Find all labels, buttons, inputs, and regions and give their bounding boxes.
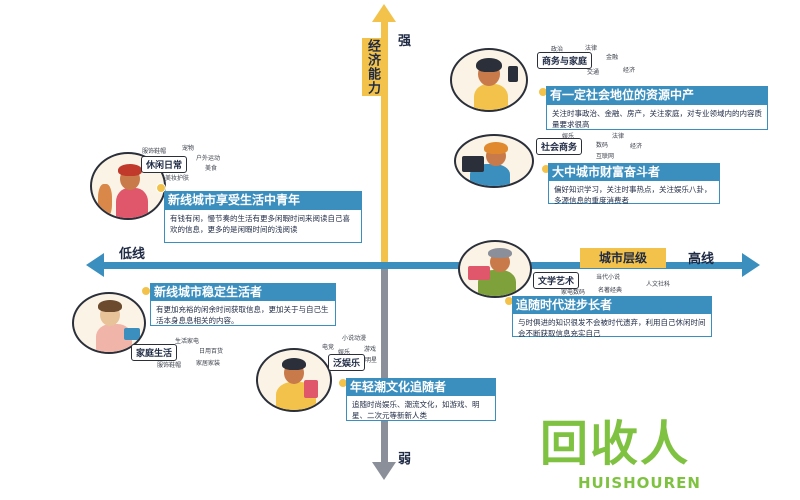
social-business-illustration	[454, 134, 534, 188]
keyword: 服饰鞋帽	[157, 362, 182, 369]
keyword: 日用百货	[199, 348, 224, 355]
keyword: 互联网	[596, 153, 615, 160]
vertical-axis-strong	[381, 18, 388, 470]
keyword: 宠物	[182, 145, 195, 152]
axis-left-label: 低线	[119, 247, 146, 262]
heading-bullet	[156, 183, 166, 193]
segment-heading: 有一定社会地位的资源中产	[546, 86, 768, 104]
tag-business-family: 商务与家庭	[537, 52, 593, 69]
keyword: 娱乐	[338, 349, 351, 356]
horizontal-axis-high	[384, 262, 744, 269]
segment-description: 有更加充裕的闲余时间获取信息，更加关于与自己生活本身息息相关的内容。	[150, 300, 336, 326]
axis-right-label: 高线	[688, 252, 715, 267]
horizontal-axis-low	[102, 262, 384, 269]
keyword: 家电数码	[561, 289, 586, 296]
horizontal-axis-arrow-right	[742, 253, 760, 277]
keyword: 人文社科	[646, 281, 671, 288]
tag-pan-entertainment: 泛娱乐	[328, 354, 366, 371]
keyword: 服饰鞋帽	[142, 148, 167, 155]
keyword: 当代小说	[596, 274, 621, 281]
keyword: 小说动漫	[342, 335, 367, 342]
tag-social-business: 社会商务	[536, 138, 583, 155]
keyword: 名著经典	[598, 287, 623, 294]
keyword: 金融	[606, 54, 619, 61]
axis-bottom-label: 弱	[398, 452, 412, 467]
segment-description: 有钱有闲，慢节奏的生活有更多闲暇时间来阅读自己喜欢的信息，更多的是闲暇时间的浅阅…	[164, 209, 362, 243]
vertical-axis-weak	[381, 266, 388, 466]
keyword: 法律	[585, 45, 598, 52]
pan-entertainment-illustration	[256, 348, 332, 412]
segment-heading: 年轻潮文化追随者	[346, 378, 496, 396]
vertical-axis-arrow-down	[372, 462, 396, 480]
axis-top-label: 强	[398, 34, 412, 49]
watermark-logo: 回收人	[540, 416, 691, 472]
segment-description: 关注时事政治、金融、房产，关注家庭，对专业领域内的内容质量要求很高	[546, 104, 768, 130]
keyword: 家居家装	[196, 360, 221, 367]
segment-description: 与时俱进的知识很发不会被时代遗弃，利用自己休闲时间会不断获取信息充实自己	[512, 313, 712, 338]
keyword: 法律	[612, 133, 625, 140]
vertical-axis-title: 经济能力	[362, 38, 382, 96]
keyword: 生活家电	[175, 338, 200, 345]
segment-heading: 新线城市享受生活中青年	[164, 191, 362, 209]
segment-description: 追随时尚娱乐、潮流文化，如游戏、明星、二次元等新新人类	[346, 395, 496, 421]
keyword: 明星	[365, 357, 378, 364]
watermark: 回收人 HUISHOUREN	[540, 404, 780, 496]
keyword: 娱乐	[562, 133, 575, 140]
horizontal-axis-arrow-left	[86, 253, 104, 277]
keyword: 经济	[630, 143, 643, 150]
business-family-illustration	[450, 48, 528, 112]
vertical-axis-arrow-up	[372, 4, 396, 22]
watermark-subtitle: HUISHOUREN	[578, 474, 701, 492]
tag-family-life: 家庭生活	[131, 344, 178, 361]
family-life-illustration	[72, 292, 146, 354]
keyword: 电竞	[322, 344, 335, 351]
keyword: 数码	[596, 142, 609, 149]
segment-heading: 大中城市财富奋斗者	[548, 163, 720, 181]
tag-literature-art: 文学艺术	[533, 272, 580, 289]
keyword: 游戏	[364, 346, 377, 353]
keyword: 美食	[205, 165, 218, 172]
segment-heading: 追随时代进步长者	[512, 296, 712, 314]
segment-description: 偏好知识学习，关注时事热点，关注娱乐八卦，多源信息的重度消费者	[548, 180, 720, 205]
keyword: 经济	[623, 67, 636, 74]
literature-art-illustration	[458, 240, 532, 298]
tag-leisure-daily: 休闲日常	[141, 156, 188, 173]
keyword: 户外运动	[196, 155, 221, 162]
keyword: 美妆护肤	[165, 175, 190, 182]
keyword: 政治	[551, 46, 564, 53]
horizontal-axis-title: 城市层级	[580, 248, 666, 268]
keyword: 交通	[587, 69, 600, 76]
segment-heading: 新线城市稳定生活者	[150, 283, 336, 301]
